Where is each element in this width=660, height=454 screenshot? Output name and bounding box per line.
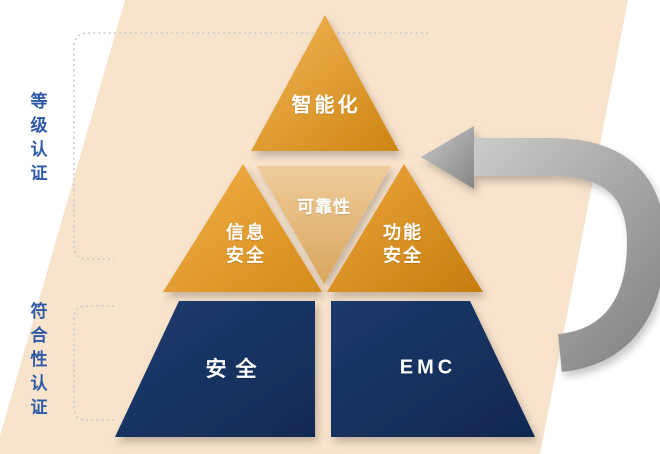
tier-bottom-left-trapezoid bbox=[115, 301, 315, 437]
tier-middle-center-label: 可靠性 bbox=[297, 197, 351, 217]
tier-middle-right-label-line2: 安全 bbox=[383, 246, 423, 266]
tier-middle-center-triangle bbox=[257, 166, 391, 284]
tier-middle-left-label-line1: 信息 bbox=[226, 222, 266, 243]
tier-middle-left-triangle bbox=[163, 164, 322, 292]
upper-bracket-label: 等级认证 bbox=[27, 92, 47, 188]
tier-top-triangle bbox=[251, 15, 399, 151]
tier-middle-left-label-line2: 安全 bbox=[226, 246, 266, 266]
lower-bracket-label: 符合性认证 bbox=[27, 302, 47, 422]
tier-bottom-right-trapezoid bbox=[331, 301, 535, 437]
tier-top-label: 智能化 bbox=[291, 94, 361, 117]
tier-bottom-left-label: 安全 bbox=[205, 358, 266, 381]
tier-middle-left-label: 信息 安全 bbox=[226, 222, 266, 269]
lower-bracket-dotted-line bbox=[73, 305, 114, 421]
tier-middle-right-label-line1: 功能 bbox=[383, 222, 423, 243]
upper-bracket-dotted-line bbox=[73, 32, 428, 260]
curved-arrow-head bbox=[421, 126, 474, 189]
curved-arrow bbox=[421, 126, 660, 372]
pyramid-shapes bbox=[115, 15, 535, 437]
tier-middle-right-triangle bbox=[327, 164, 483, 292]
tier-middle-right-label: 功能 安全 bbox=[383, 222, 423, 269]
curved-arrow-body bbox=[469, 138, 660, 372]
tier-bottom-right-label: EMC bbox=[399, 356, 457, 379]
